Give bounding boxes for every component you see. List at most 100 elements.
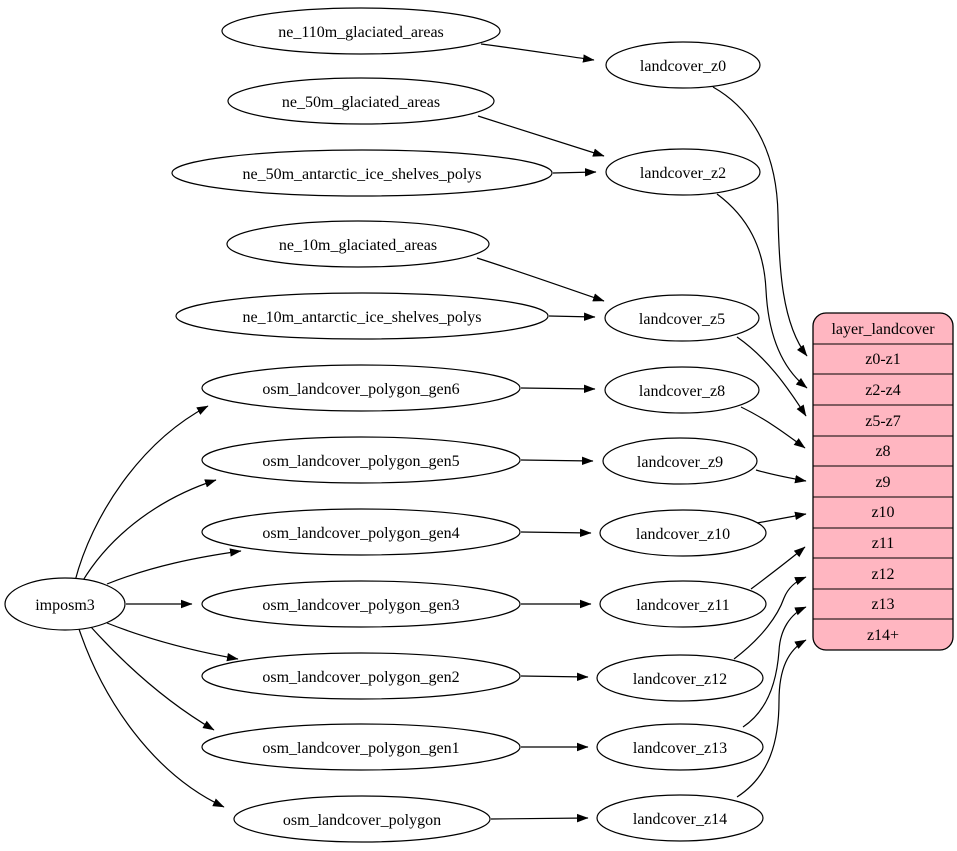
table-row-z0-z1: z0-z1 (865, 351, 901, 368)
edge-ne_50m_antarctic_ice_shelves_polys-landcover_z2 (552, 168, 597, 177)
edge-ne_10m_antarctic_ice_shelves_polys-landcover_z5 (548, 312, 596, 321)
edge-ne_110m_glaciated_areas-landcover_z0 (480, 43, 595, 63)
table-row-z5-z7: z5-z7 (865, 413, 901, 430)
node-shape (201, 436, 521, 484)
edge-imposm3-osm_landcover_polygon_gen4 (106, 548, 242, 585)
node-ne_10m_glaciated_areas: ne_10m_glaciated_areas (226, 220, 490, 268)
node-shape (599, 509, 767, 557)
node-shape (201, 508, 521, 556)
node-shape (599, 580, 767, 628)
node-imposm3: imposm3 (4, 577, 126, 631)
node-shape (602, 437, 758, 485)
node-osm_landcover_polygon_gen4: osm_landcover_polygon_gen4 (201, 508, 521, 556)
edge-landcover_z9-row-z9 (755, 469, 807, 484)
edge-imposm3-osm_landcover_polygon (78, 628, 225, 808)
node-shape (604, 366, 760, 414)
node-shape (201, 364, 521, 412)
node-label: ne_10m_antarctic_ice_shelves_polys (242, 309, 481, 326)
edges-imposm3 (74, 405, 242, 808)
node-label: landcover_z8 (639, 383, 725, 400)
node-label: osm_landcover_polygon_gen1 (262, 740, 459, 757)
node-label: landcover_z14 (633, 811, 727, 828)
node-osm_landcover_polygon_gen2: osm_landcover_polygon_gen2 (201, 652, 521, 700)
edge-imposm3-osm_landcover_polygon_gen1 (90, 626, 215, 731)
edge-osm_landcover_polygon_gen4-landcover_z10 (520, 528, 592, 538)
node-osm_landcover_polygon_gen1: osm_landcover_polygon_gen1 (201, 723, 521, 771)
node-label: osm_landcover_polygon_gen6 (262, 381, 459, 398)
node-landcover_z9: landcover_z9 (602, 437, 758, 485)
edges-sources (476, 43, 605, 823)
node-label: osm_landcover_polygon_gen5 (262, 453, 459, 470)
edge-landcover_z10-row-z10 (756, 511, 807, 524)
node-landcover_z0: landcover_z0 (605, 41, 761, 89)
edge-landcover_z12-row-z12 (733, 576, 807, 660)
node-landcover_z8: landcover_z8 (604, 366, 760, 414)
node-osm_landcover_polygon: osm_landcover_polygon (233, 795, 491, 843)
node-ne_10m_antarctic_ice_shelves_polys: ne_10m_antarctic_ice_shelves_polys (175, 292, 549, 340)
node-ne_50m_glaciated_areas: ne_50m_glaciated_areas (227, 77, 495, 125)
edge-osm_landcover_polygon-landcover_z14 (490, 813, 589, 823)
table-row-z13: z13 (871, 596, 894, 613)
node-osm_landcover_polygon_gen3: osm_landcover_polygon_gen3 (201, 580, 521, 628)
edge-ne_50m_glaciated_areas-landcover_z2 (477, 115, 605, 157)
edge-osm_landcover_polygon_gen6-landcover_z8 (520, 384, 596, 394)
node-label: landcover_z9 (637, 454, 723, 471)
node-shape (596, 794, 764, 842)
node-label: landcover_z10 (636, 526, 730, 543)
table-row-z11: z11 (872, 535, 895, 552)
node-label: landcover_z12 (633, 671, 727, 688)
table-row-z14plus: z14+ (867, 627, 899, 644)
table-row-z9: z9 (875, 474, 890, 491)
node-shape (596, 654, 764, 702)
node-shape (233, 795, 491, 843)
node-label: landcover_z5 (639, 311, 725, 328)
node-shape (201, 652, 521, 700)
node-label: osm_landcover_polygon_gen4 (262, 525, 459, 542)
node-shape (226, 220, 490, 268)
node-label: osm_landcover_polygon_gen3 (262, 597, 459, 614)
node-label: ne_50m_antarctic_ice_shelves_polys (242, 166, 481, 183)
node-landcover_z14: landcover_z14 (596, 794, 764, 842)
node-landcover_z11: landcover_z11 (599, 580, 767, 628)
node-label: landcover_z13 (633, 740, 727, 757)
node-label: landcover_z11 (636, 597, 730, 614)
node-imposm3-label: imposm3 (35, 597, 95, 614)
node-shape (175, 292, 549, 340)
edge-landcover_z5-row-z5-z7 (736, 336, 807, 417)
edge-imposm3-osm_landcover_polygon_gen5 (81, 479, 217, 583)
edge-landcover_z14-row-z14plus (736, 639, 807, 798)
node-shape (221, 7, 501, 55)
node-label: ne_50m_glaciated_areas (282, 94, 440, 111)
edge-landcover_z8-row-z8 (740, 406, 806, 449)
node-label: ne_10m_glaciated_areas (279, 237, 437, 254)
edge-ne_10m_glaciated_areas-landcover_z5 (476, 257, 605, 302)
node-shape (201, 580, 521, 628)
edge-landcover_z2-row-z2-z4 (716, 193, 808, 389)
table-background (812, 312, 954, 651)
node-osm_landcover_polygon_gen5: osm_landcover_polygon_gen5 (201, 436, 521, 484)
node-osm_landcover_polygon_gen6: osm_landcover_polygon_gen6 (201, 364, 521, 412)
node-landcover_z12: landcover_z12 (596, 654, 764, 702)
node-shape (604, 294, 760, 342)
node-shape (605, 148, 761, 196)
table-layer_landcover: layer_landcover z0-z1 z2-z4 z5-z7 z8 z9 … (812, 312, 954, 651)
edge-osm_landcover_polygon_gen5-landcover_z9 (520, 456, 594, 466)
node-label: osm_landcover_polygon_gen2 (262, 669, 459, 686)
node-label: landcover_z2 (640, 165, 726, 182)
node-shape (227, 77, 495, 125)
node-shape (171, 149, 553, 197)
edge-landcover_z0-row-z0-z1 (712, 86, 808, 357)
node-ne_50m_antarctic_ice_shelves_polys: ne_50m_antarctic_ice_shelves_polys (171, 149, 553, 197)
edge-imposm3-osm_landcover_polygon_gen6 (74, 405, 209, 582)
node-landcover_z2: landcover_z2 (605, 148, 761, 196)
node-landcover_z5: landcover_z5 (604, 294, 760, 342)
node-shape (596, 723, 764, 771)
node-landcover_z10: landcover_z10 (599, 509, 767, 557)
edge-imposm3-osm_landcover_polygon_gen2 (106, 622, 239, 662)
edge-osm_landcover_polygon_gen2-landcover_z12 (520, 672, 589, 682)
node-shape (605, 41, 761, 89)
node-shape (201, 723, 521, 771)
node-landcover_z13: landcover_z13 (596, 723, 764, 771)
node-label: landcover_z0 (640, 58, 726, 75)
